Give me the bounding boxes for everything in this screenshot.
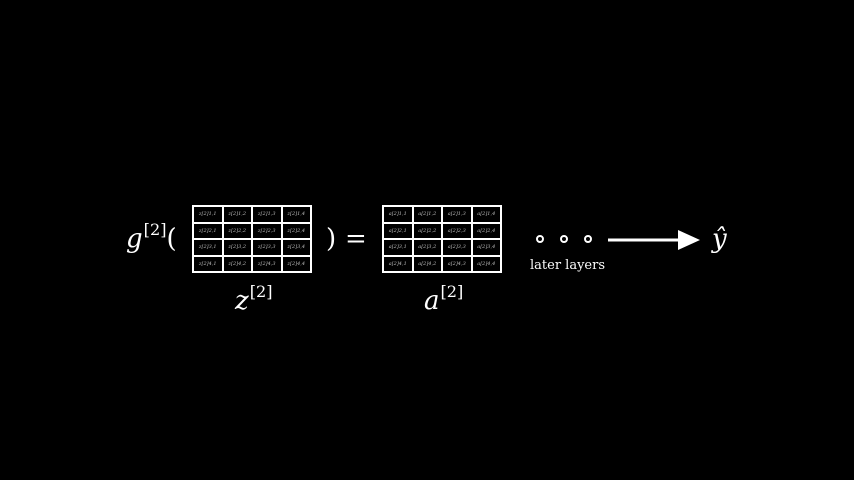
a-matrix-cell: a[2]1,4: [472, 207, 500, 222]
z-matrix-cell: z[2]1,4: [282, 207, 310, 222]
layer-dot-icon: [560, 235, 568, 243]
z-matrix-label: z[2]: [235, 284, 273, 316]
z-matrix-cell: z[2]2,3: [253, 223, 281, 238]
z-matrix-cell: z[2]2,2: [223, 223, 251, 238]
a-matrix-cell: a[2]3,1: [384, 240, 412, 255]
a-matrix-cell: a[2]2,2: [413, 223, 441, 238]
a-matrix-cell: a[2]3,2: [413, 240, 441, 255]
output-prediction: ŷ: [712, 224, 727, 254]
open-paren: (: [166, 224, 177, 254]
a-matrix-cell: a[2]3,3: [443, 240, 471, 255]
equals-sign: =: [345, 224, 367, 254]
activation-layer-superscript: [2]: [143, 220, 167, 240]
a-matrix-cell: a[2]4,4: [472, 256, 500, 271]
right-arrow-icon: [608, 230, 700, 250]
close-paren: ): [326, 224, 337, 254]
z-matrix-cell: z[2]1,1: [194, 207, 222, 222]
z-matrix-cell: z[2]3,1: [194, 240, 222, 255]
z-label-superscript: [2]: [249, 282, 273, 302]
z-matrix-cell: z[2]2,1: [194, 223, 222, 238]
activation-function: g[2](: [126, 222, 177, 254]
a-matrix-cell: a[2]2,3: [443, 223, 471, 238]
a-matrix-cell: a[2]1,2: [413, 207, 441, 222]
a-matrix-label: a[2]: [424, 284, 463, 316]
a-matrix-cell: a[2]4,2: [413, 256, 441, 271]
z-matrix-cell: z[2]4,2: [223, 256, 251, 271]
a-matrix-cell: a[2]1,3: [443, 207, 471, 222]
layer-dot-icon: [536, 235, 544, 243]
z-matrix-cell: z[2]4,4: [282, 256, 310, 271]
a-matrix-cell: a[2]3,4: [472, 240, 500, 255]
a-matrix-cell: a[2]1,1: [384, 207, 412, 222]
z-matrix-cell: z[2]4,1: [194, 256, 222, 271]
z-matrix-cell: z[2]3,3: [253, 240, 281, 255]
z-matrix-cell: z[2]1,3: [253, 207, 281, 222]
a-label-superscript: [2]: [440, 282, 464, 302]
later-layers-caption: later layers: [530, 258, 606, 273]
a-matrix-cell: a[2]4,1: [384, 256, 412, 271]
z-matrix-cell: z[2]3,4: [282, 240, 310, 255]
activation-function-symbol: g: [126, 224, 143, 254]
z-matrix-cell: z[2]2,4: [282, 223, 310, 238]
a-label-symbol: a: [424, 286, 440, 316]
z-label-symbol: z: [235, 286, 249, 316]
layer-dot-icon: [584, 235, 592, 243]
z-matrix-cell: z[2]4,3: [253, 256, 281, 271]
z-matrix-cell: z[2]1,2: [223, 207, 251, 222]
a-matrix-cell: a[2]4,3: [443, 256, 471, 271]
z-matrix-cell: z[2]3,2: [223, 240, 251, 255]
a-matrix-cell: a[2]2,4: [472, 223, 500, 238]
a-matrix-cell: a[2]2,1: [384, 223, 412, 238]
